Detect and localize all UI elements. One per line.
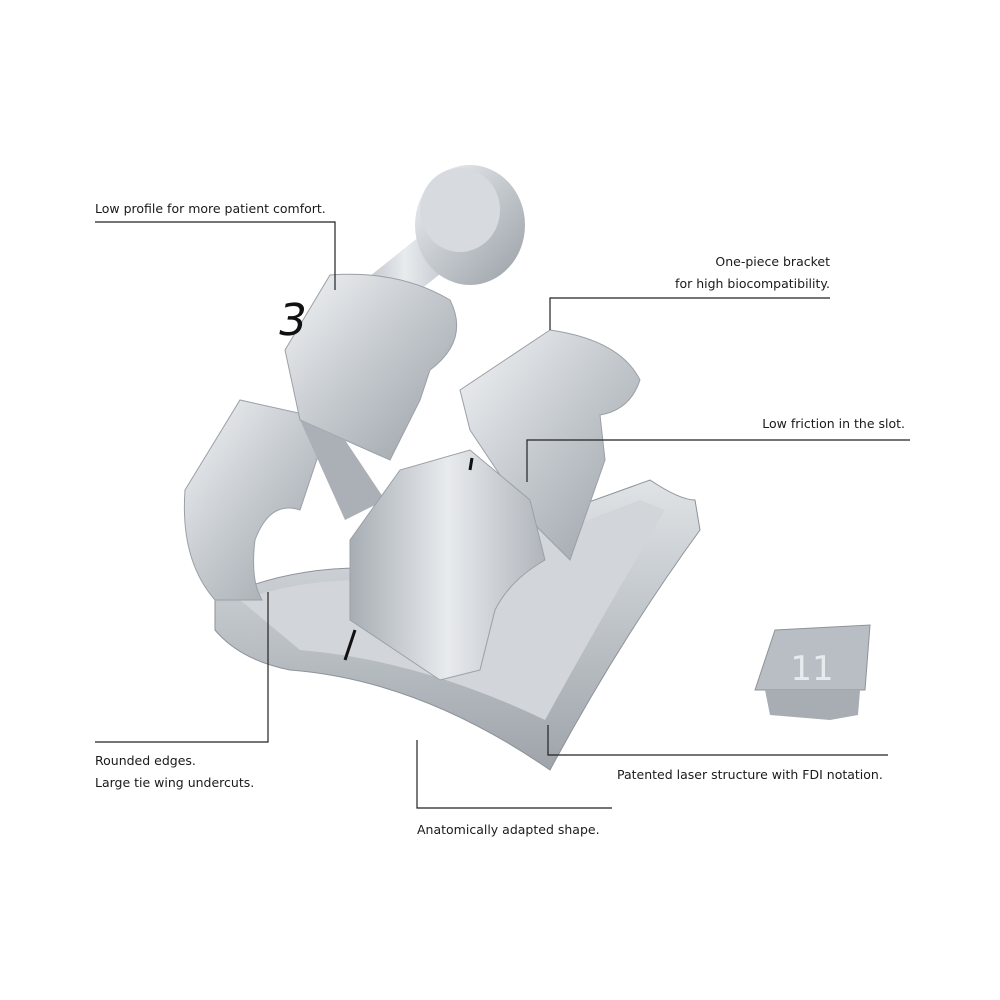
callout-low-friction: Low friction in the slot. (762, 416, 905, 431)
tie-wing-top (284, 273, 458, 520)
tie-wing-front (349, 449, 546, 681)
leader-low-profile (95, 221, 336, 290)
callout-anatomical: Anatomically adapted shape. (417, 822, 600, 837)
callout-laser: Patented laser structure with FDI notati… (617, 767, 883, 782)
marking-line (343, 629, 357, 661)
leader-low-friction (526, 439, 910, 482)
callout-low-profile: Low profile for more patient comfort. (95, 201, 326, 216)
tie-wing-right (459, 329, 641, 561)
callout-one-piece-1: One-piece bracket (715, 254, 830, 269)
leader-rounded (95, 592, 269, 743)
leader-lines (95, 221, 910, 809)
callout-one-piece-2: for high biocompatibility. (675, 276, 830, 291)
leader-one-piece (549, 297, 830, 330)
leader-anatomical (416, 740, 612, 809)
fdi-number: 11 (790, 649, 833, 689)
callout-rounded-1: Rounded edges. (95, 753, 196, 768)
leader-laser (547, 725, 888, 756)
marking-line (468, 457, 474, 471)
fdi-laser-inset: 11 (754, 624, 871, 720)
callout-rounded-2: Large tie wing undercuts. (95, 775, 255, 790)
tie-wing-left (183, 399, 331, 601)
